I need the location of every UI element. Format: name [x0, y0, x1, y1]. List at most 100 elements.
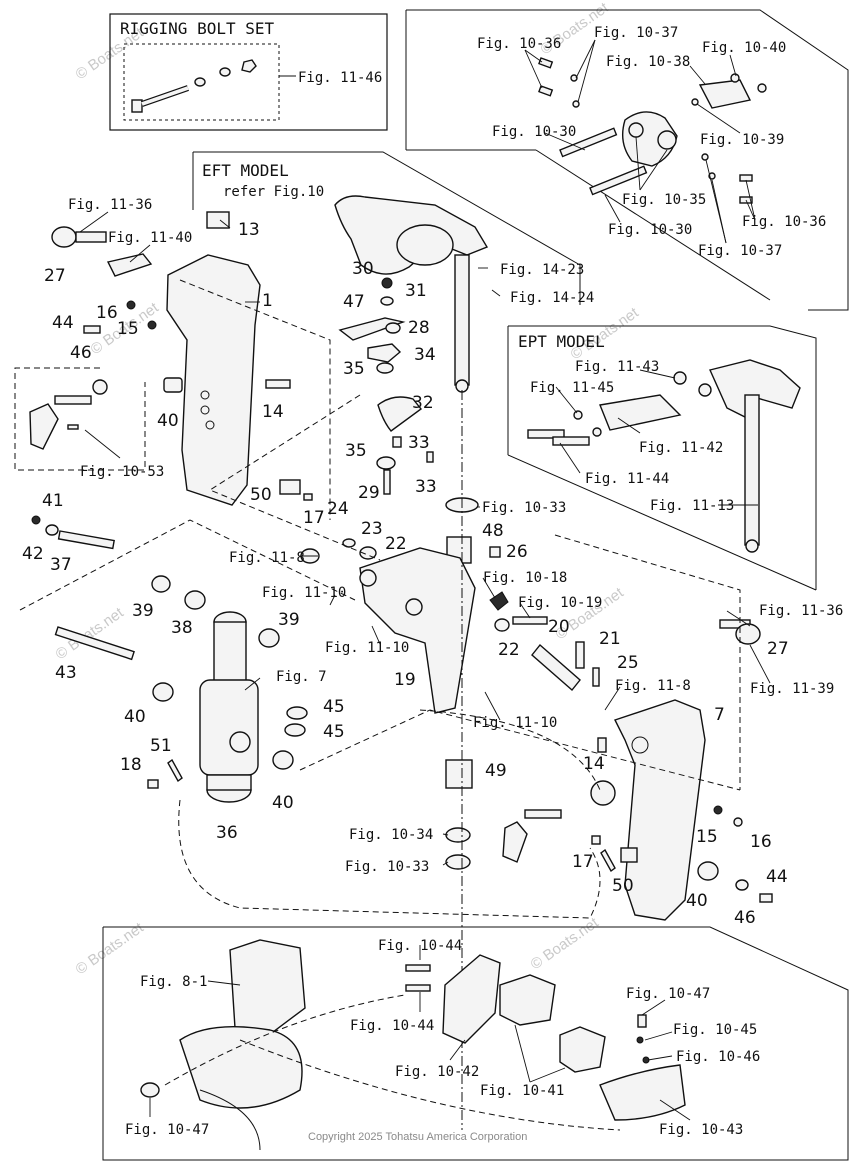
part-number: 51 — [150, 736, 172, 756]
top-right-region — [405, 9, 849, 311]
watermark: © Boats.net — [528, 914, 603, 973]
part-number: 21 — [599, 629, 621, 649]
callout-fig: Fig. 10-34 — [349, 827, 433, 843]
part-number: 50 — [250, 485, 272, 505]
callout-fig: Fig. 10-47 — [626, 986, 710, 1002]
part-number: 17 — [572, 852, 594, 872]
part-number: 49 — [485, 761, 507, 781]
callout-fig: Fig. 10-33 — [482, 500, 566, 516]
callout-fig: Fig. 10-30 — [492, 124, 576, 140]
part-number: 15 — [117, 319, 139, 339]
part-number: 22 — [498, 640, 520, 660]
part-number: 38 — [171, 618, 193, 638]
clamp-bracket-right — [590, 619, 773, 921]
part-number: 45 — [323, 722, 345, 742]
part-number: 14 — [262, 402, 284, 422]
callout-fig: Fig. 10-47 — [125, 1122, 209, 1138]
part-number: 16 — [96, 303, 118, 323]
callout-fig: Fig. 10-40 — [702, 40, 786, 56]
part-number: 19 — [394, 670, 416, 690]
part-number: 22 — [385, 534, 407, 554]
part-number: 13 — [238, 220, 260, 240]
part-number: 40 — [272, 793, 294, 813]
callout-fig: Fig. 10-42 — [395, 1064, 479, 1080]
callout-fig: Fig. 11-44 — [585, 471, 669, 487]
part-number: 29 — [358, 483, 380, 503]
callout-fig: Fig. 11-10 — [473, 715, 557, 731]
callout-fig: Fig. 10-45 — [673, 1022, 757, 1038]
callout-fig: Fig. 11-10 — [262, 585, 346, 601]
callout-fig: Fig. 8-1 — [140, 974, 207, 990]
part-numbers: 13 27 16 1 44 15 46 40 14 30 31 47 28 34… — [22, 220, 789, 928]
callout-fig: Fig. 11-8 — [229, 550, 305, 566]
callout-fig: Fig. 10-36 — [477, 36, 561, 52]
clamp-bracket-left — [51, 226, 291, 506]
part-number: 50 — [612, 876, 634, 896]
tilt-cylinder — [31, 515, 308, 803]
callout-fig: Fig. 10-44 — [378, 938, 462, 954]
part-number: 18 — [120, 755, 142, 775]
part-number: 26 — [506, 542, 528, 562]
dashed-loop — [419, 709, 601, 791]
part-number: 20 — [548, 617, 570, 637]
part-number: 30 — [352, 259, 374, 279]
callout-fig: Fig. 10-37 — [698, 243, 782, 259]
callout-fig: Fig. 10-33 — [345, 859, 429, 875]
part-number: 1 — [262, 291, 273, 311]
lower-center-parts — [445, 759, 638, 873]
callout-fig: Fig. 11-40 — [108, 230, 192, 246]
eft-model-title: EFT MODEL — [202, 161, 289, 180]
part-number: 27 — [767, 639, 789, 659]
callout-fig: Fig. 11-43 — [575, 359, 659, 375]
part-number: 45 — [323, 697, 345, 717]
callout-fig: Fig. 11-42 — [639, 440, 723, 456]
callout-fig: Fig. 10-38 — [606, 54, 690, 70]
callout-fig: Fig. 10-30 — [608, 222, 692, 238]
rigging-bolt — [131, 59, 257, 113]
guide-line — [299, 709, 741, 791]
callout-fig: Fig. 7 — [276, 669, 327, 685]
part-number: 40 — [686, 891, 708, 911]
part-number: 33 — [408, 433, 430, 453]
callout-fig: Fig. 11-46 — [298, 70, 382, 86]
rigging-bolt-set-box: RIGGING BOLT SET — [109, 13, 388, 131]
part-number: 24 — [327, 499, 349, 519]
callout-fig: Fig. 10-36 — [742, 214, 826, 230]
part-number: 7 — [714, 705, 725, 725]
part-number: 39 — [132, 601, 154, 621]
rigging-bolt-set-title: RIGGING BOLT SET — [120, 19, 274, 38]
part-number: 27 — [44, 266, 66, 286]
callout-fig: Fig. 11-8 — [615, 678, 691, 694]
part-number: 37 — [50, 555, 72, 575]
swivel-bracket — [359, 547, 600, 714]
part-number: 40 — [157, 411, 179, 431]
dashed-loop — [178, 799, 601, 919]
part-number: 46 — [70, 343, 92, 363]
eft-model-box: EFT MODEL refer Fig.10 — [192, 151, 581, 393]
part-number: 43 — [55, 663, 77, 683]
part-number: 39 — [278, 610, 300, 630]
callout-fig: Fig. 10-39 — [700, 132, 784, 148]
part-number: 35 — [343, 359, 365, 379]
part-number: 44 — [52, 313, 74, 333]
part-number: 41 — [42, 491, 64, 511]
part-number: 25 — [617, 653, 639, 673]
guide-line — [19, 519, 356, 611]
part-number: 15 — [696, 827, 718, 847]
part-number: 16 — [750, 832, 772, 852]
callout-fig: Fig. 10-46 — [676, 1049, 760, 1065]
fig-10-53-area — [14, 367, 146, 471]
figure-callouts: Fig. 11-46 Fig. 10-36 Fig. 10-37 Fig. 10… — [68, 25, 843, 1138]
callout-fig: Fig. 10-41 — [480, 1083, 564, 1099]
ept-model-title: EPT MODEL — [518, 332, 605, 351]
callout-fig: Fig. 11-36 — [759, 603, 843, 619]
part-number: 36 — [216, 823, 238, 843]
ept-model-box: EPT MODEL — [507, 325, 817, 591]
guide-line — [179, 279, 331, 520]
callout-fig: Fig. 10-35 — [622, 192, 706, 208]
callout-fig: Fig. 11-45 — [530, 380, 614, 396]
callout-fig: Fig. 11-13 — [650, 498, 734, 514]
leader-lines — [79, 39, 771, 1121]
part-number: 47 — [343, 292, 365, 312]
part-number: 14 — [583, 754, 605, 774]
